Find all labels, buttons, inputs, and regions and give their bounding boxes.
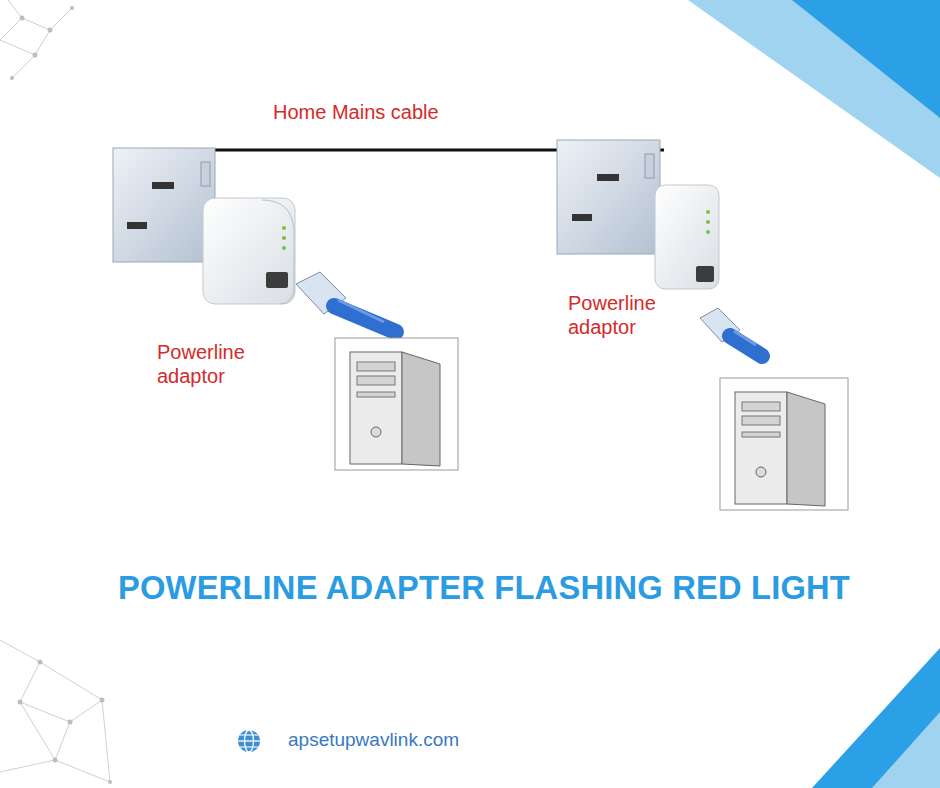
cable-label: Home Mains cable bbox=[273, 100, 439, 124]
computer-tower bbox=[720, 378, 848, 510]
wall-socket bbox=[113, 148, 215, 262]
wall-socket bbox=[557, 140, 660, 254]
label-anchor: apsetupwavlink.com bbox=[288, 729, 459, 751]
label-anchor: Powerline adaptor bbox=[568, 291, 678, 339]
computer-tower bbox=[335, 338, 458, 470]
part-label: Powerline adaptor bbox=[568, 291, 678, 339]
ethernet-cable bbox=[700, 308, 762, 356]
label-anchor: Home Mains cable bbox=[273, 100, 439, 124]
powerline-adaptor bbox=[203, 198, 295, 304]
label-anchor: Powerline adaptor bbox=[157, 340, 275, 388]
ethernet-cable bbox=[296, 272, 396, 332]
powerline-adaptor bbox=[655, 185, 719, 289]
corner-decoration bbox=[688, 0, 940, 788]
page-title: POWERLINE ADAPTER FLASHING RED LIGHT bbox=[70, 569, 898, 607]
title-anchor: POWERLINE ADAPTER FLASHING RED LIGHT bbox=[70, 569, 898, 607]
globe-icon bbox=[238, 730, 260, 752]
website-url: apsetupwavlink.com bbox=[288, 729, 459, 751]
network-dots bbox=[0, 0, 112, 784]
part-label: Powerline adaptor bbox=[157, 340, 275, 388]
